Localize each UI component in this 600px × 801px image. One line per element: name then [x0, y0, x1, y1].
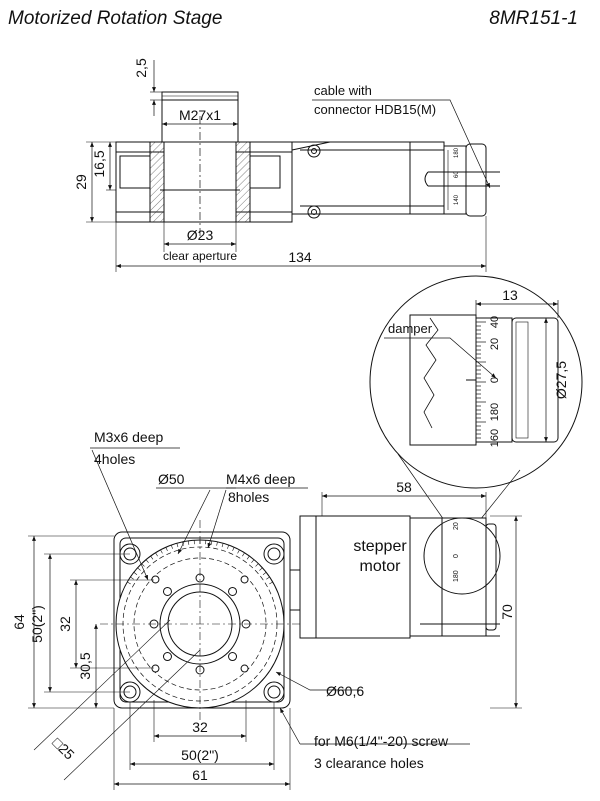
- motor-label-2: motor: [360, 558, 402, 575]
- m4-hole: [163, 587, 171, 595]
- scale-160: 160: [489, 429, 501, 447]
- m4-hole: [229, 587, 237, 595]
- m3-hole: [241, 665, 248, 672]
- dia-27-5-label: Ø27,5: [553, 361, 569, 399]
- svg-text:140: 140: [454, 194, 460, 205]
- cable-label-1: cable with: [314, 83, 372, 98]
- motor-label-1: stepper: [353, 538, 407, 555]
- m3-hole: [152, 576, 159, 583]
- m4-label-1: M4x6 deep: [226, 471, 295, 487]
- dim-30-5-label: 30,5: [77, 652, 93, 679]
- dim-50-2in-h-label: 50(2"): [181, 747, 219, 763]
- m4-label-2: 8holes: [228, 489, 269, 505]
- drawing-title: Motorized Rotation Stage: [8, 8, 222, 30]
- dim-13-label: 13: [502, 287, 518, 303]
- m3-hole: [241, 576, 248, 583]
- aperture-note: clear aperture: [163, 249, 237, 263]
- knob-side: [466, 144, 486, 216]
- side-knob-scale: 180 60 140: [454, 147, 460, 205]
- scale-40: 40: [489, 316, 501, 328]
- svg-text:180: 180: [453, 570, 460, 582]
- dim-70-label: 70: [499, 604, 515, 620]
- cable-label-2: connector HDB15(M): [314, 102, 436, 117]
- m3-label-2: 4holes: [94, 451, 135, 467]
- svg-text:0: 0: [453, 554, 460, 558]
- dim-32-h-label: 32: [192, 719, 208, 735]
- knob-detail: [512, 318, 558, 442]
- dim-61-label: 61: [192, 767, 208, 783]
- damper-label: damper: [388, 321, 433, 336]
- dim-16-5-label: 16,5: [91, 150, 107, 177]
- dim-50-2in-label: 50(2"): [29, 605, 45, 643]
- side-view: [86, 60, 500, 272]
- square-25-label: □25: [49, 734, 77, 762]
- dim-29-label: 29: [73, 174, 89, 190]
- model-number: 8MR151-1: [489, 8, 578, 30]
- dim-58-label: 58: [396, 479, 412, 495]
- scale-0: 0: [489, 377, 501, 383]
- m6-label-2: 3 clearance holes: [314, 755, 424, 771]
- m3-label-1: M3x6 deep: [94, 429, 163, 445]
- m4-hole: [229, 653, 237, 661]
- dim-32-v-label: 32: [57, 616, 73, 632]
- aperture-dia-label: Ø23: [187, 227, 214, 243]
- svg-text:60: 60: [454, 171, 460, 178]
- m3-hole: [152, 665, 159, 672]
- dim-2-5-label: 2,5: [133, 58, 149, 78]
- dia-60-6-label: Ø60,6: [326, 683, 364, 699]
- thread-label: M27x1: [179, 107, 221, 123]
- scale-20: 20: [489, 338, 501, 350]
- dia-50-label: Ø50: [158, 471, 185, 487]
- svg-text:180: 180: [454, 147, 460, 158]
- motor-housing: [292, 142, 444, 214]
- m6-label-1: for M6(1/4"-20) screw: [314, 733, 449, 749]
- length-label: 134: [288, 249, 312, 265]
- dim-64-label: 64: [11, 614, 27, 630]
- svg-text:20: 20: [453, 522, 460, 530]
- scale-180: 180: [489, 403, 501, 421]
- m4-hole: [163, 653, 171, 661]
